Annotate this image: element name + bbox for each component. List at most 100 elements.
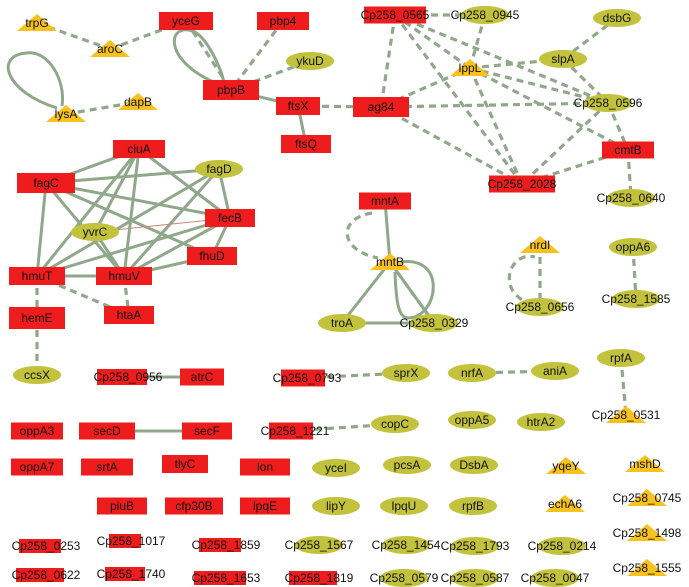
node-cp258-0622[interactable]: Cp258_0622 [12,568,81,582]
node-cp258-0531[interactable]: Cp258_0531 [592,406,661,423]
node-yqey[interactable]: yqeY [546,457,586,474]
node-rpfa[interactable]: rpfA [597,349,645,367]
node-troa[interactable]: troA [318,314,366,332]
node-lysa[interactable]: lysA [46,105,86,122]
node-sprx[interactable]: sprX [382,364,430,382]
node-lpqu[interactable]: lpqU [380,497,428,515]
node-cp258-0329[interactable]: Cp258_0329 [400,314,469,332]
edge-ag84-cp258-2028 [380,105,523,186]
node-fagc[interactable]: fagC [17,173,75,193]
node-cp258-0956[interactable]: Cp258_0956 [94,369,163,385]
node-fecb[interactable]: fecB [205,209,255,227]
node-mnta[interactable]: mntA [359,192,411,210]
node-cp258-0945[interactable]: Cp258_0945 [451,6,520,24]
node-hmuv[interactable]: hmuV [96,267,152,285]
node-yvrc[interactable]: yvrC [71,223,119,241]
node-htaa[interactable]: htaA [104,306,154,324]
node-ftsq[interactable]: ftsQ [281,135,331,153]
node-ciua[interactable]: ciuA [113,140,165,158]
node-cp258-0214[interactable]: Cp258_0214 [528,537,597,555]
node-mshd[interactable]: mshD [625,455,665,472]
node-lysa-shape [46,105,86,122]
node-cp258-0047[interactable]: Cp258_0047 [521,569,590,587]
node-cp258-1793[interactable]: Cp258_1793 [441,537,510,555]
node-pbp4[interactable]: pbp4 [257,12,309,30]
node-aroc[interactable]: aroC [90,40,130,57]
node-cp258-0587[interactable]: Cp258_0587 [441,569,510,587]
node-yceg[interactable]: yceG [159,12,213,30]
node-lipy-shape [312,497,360,515]
node-ycei[interactable]: yceI [312,459,360,477]
node-oppa7[interactable]: oppA7 [11,458,63,476]
node-rpfb[interactable]: rpfB [449,497,497,515]
node-cp258-0579-shape [380,569,428,587]
node-hmut[interactable]: hmuT [9,267,65,285]
node-lpqe[interactable]: lpqE [240,497,290,515]
node-echa6[interactable]: echA6 [545,495,585,512]
node-lppl[interactable]: lppL [450,59,490,76]
node-cp258-1859[interactable]: Cp258_1859 [192,538,261,552]
node-dsba[interactable]: DsbA [450,456,498,474]
node-cp258-0579[interactable]: Cp258_0579 [370,569,439,587]
node-cp258-2028[interactable]: Cp258_2028 [488,175,557,193]
node-tlyc[interactable]: tlyC [162,455,208,473]
node-cp258-1653-shape [194,571,246,585]
node-fagd[interactable]: fagD [195,160,243,178]
node-slpa[interactable]: slpA [539,50,587,68]
node-oppa5[interactable]: oppA5 [448,411,496,429]
node-srta[interactable]: srtA [81,458,133,476]
node-cp258-1555[interactable]: Cp258_1555 [613,559,682,576]
node-heme[interactable]: hemE [9,307,65,329]
node-cp258-0329-shape [410,314,458,332]
node-pcsa-shape [383,456,431,474]
node-rpfb-label: rpfB [462,499,484,513]
node-yvrc-label: yvrC [83,225,108,239]
node-dsbg[interactable]: dsbG [593,9,641,27]
node-cmtb[interactable]: cmtB [602,141,654,159]
node-cp258-0640[interactable]: Cp258_0640 [597,189,666,207]
node-ccsx[interactable]: ccsX [13,366,61,384]
node-secf[interactable]: secF [182,422,232,440]
node-mntb[interactable]: mntB [370,253,410,270]
node-htra2[interactable]: htrA2 [517,413,565,431]
node-lon[interactable]: lon [240,458,290,476]
node-cp258-1740[interactable]: Cp258_1740 [97,567,166,581]
node-dapb[interactable]: dapB [118,93,158,110]
node-ag84[interactable]: ag84 [353,97,409,117]
node-trpg-label: trpG [25,16,48,30]
node-cp258-0565[interactable]: Cp258_0565 [361,6,430,24]
node-ftsx[interactable]: ftsX [276,97,320,115]
node-cp258-1017[interactable]: Cp258_1017 [97,534,166,548]
node-lipy[interactable]: lipY [312,497,360,515]
node-ykud[interactable]: ykuD [286,52,334,70]
node-oppa3[interactable]: oppA3 [11,422,63,440]
node-cp258-1819[interactable]: Cp258_1819 [285,571,354,585]
node-trpg[interactable]: trpG [17,14,57,31]
node-cp258-0596[interactable]: Cp258_0596 [574,94,643,112]
node-cp258-1567[interactable]: Cp258_1567 [285,536,354,554]
node-piub[interactable]: piuB [97,497,147,515]
node-nrfa[interactable]: nrfA [448,364,496,382]
node-cp258-0253[interactable]: Cp258_0253 [12,539,81,553]
node-cp258-1498[interactable]: Cp258_1498 [613,524,682,541]
node-nrdi[interactable]: nrdI [520,236,560,253]
node-pcsa[interactable]: pcsA [383,456,431,474]
node-cp258-1585[interactable]: Cp258_1585 [602,290,671,308]
node-cp258-0793[interactable]: Cp258_0793 [273,369,342,387]
node-ania[interactable]: aniA [531,362,579,380]
node-pbpb[interactable]: pbpB [203,80,259,100]
node-atrc[interactable]: atrC [180,368,224,386]
node-cp258-1653[interactable]: Cp258_1653 [192,571,261,585]
node-cp258-0745[interactable]: Cp258_0745 [613,489,682,506]
node-cfp30b[interactable]: cfp30B [165,497,223,515]
node-secd[interactable]: secD [79,422,135,440]
node-cp258-1454[interactable]: Cp258_1454 [372,536,441,554]
node-oppa6[interactable]: oppA6 [609,238,657,256]
node-cp258-1221[interactable]: Cp258_1221 [261,422,330,440]
node-secf-shape [182,422,232,440]
node-fhud[interactable]: fhuD [187,247,237,265]
node-cp258-0253-shape [19,539,61,553]
node-cp258-0656[interactable]: Cp258_0656 [506,298,575,316]
node-copc[interactable]: copC [371,415,419,433]
edge-ciua-fecb [138,147,231,220]
